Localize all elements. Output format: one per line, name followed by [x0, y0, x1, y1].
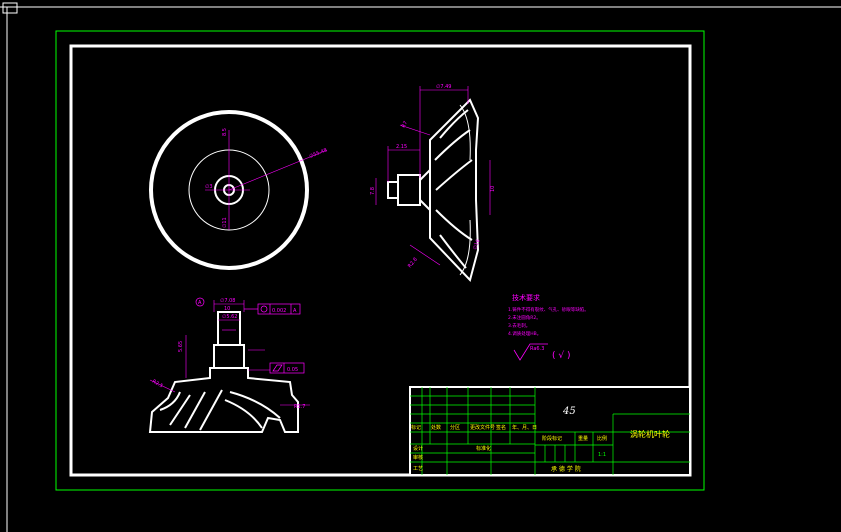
dim-front-h1: 8.5	[222, 128, 228, 136]
title-block: 标记 处数 分区 更改文件号 签名 年、月、日 设计 标准化 审核 工艺 阶段标…	[409, 386, 691, 476]
tb-label-check: 审核	[413, 454, 423, 461]
side-view-dims	[375, 86, 491, 266]
tb-label-design: 设计	[413, 445, 423, 452]
side-view	[387, 98, 480, 282]
dim-sec-r2: R1.7	[294, 404, 305, 410]
drawing-frame	[69, 44, 692, 477]
dim-front-h3: ∅11	[222, 217, 228, 228]
dim-sec-a: ∅7.08	[220, 298, 236, 304]
tech-req-line-2: 2.未注圆角R2。	[508, 314, 541, 321]
dim-side-top: ∅7.49	[436, 84, 452, 90]
dim-sec-b: 10	[224, 306, 230, 312]
tolerance-frame-1	[244, 303, 301, 315]
tech-req-line-3: 3.去毛刺。	[508, 322, 530, 329]
tech-requirements: 技术要求 1.铸件不得有裂纹、气孔、砂眼等缺陷。 2.未注圆角R2。 3.去毛刺…	[508, 293, 589, 361]
tb-weight-label: 重量	[578, 435, 588, 442]
dim-side-r: R7	[401, 120, 410, 129]
tb-label-standard: 标准化	[476, 445, 491, 452]
dim-sec-r: R2.5	[151, 379, 164, 390]
roughness-value: Ra6.3	[530, 346, 544, 352]
tb-label-change: 更改文件号	[470, 424, 495, 431]
sheet-border	[55, 30, 705, 491]
tb-label-count: 处数	[431, 424, 441, 431]
dim-side-e: R2.8	[407, 257, 419, 270]
drawing-school: 承 德 学 院	[551, 465, 581, 473]
tol1-value: 0.002	[272, 308, 286, 314]
tb-label-date: 年、月、日	[512, 424, 537, 431]
tb-scale-value: 1:1	[598, 452, 606, 458]
tb-label-process: 工艺	[413, 466, 423, 472]
tol1-datum: A	[293, 308, 297, 314]
tech-req-line-4: 4.调质处理HB。	[508, 330, 541, 337]
dim-side-b: 7.8	[370, 187, 376, 195]
section-view-dims	[149, 300, 310, 406]
dim-side-a: 2.15	[396, 144, 407, 150]
drawing-title: 涡轮机叶轮	[630, 429, 670, 439]
dim-front-h2: ∅3	[205, 184, 213, 190]
drawing-material: 45	[562, 406, 576, 417]
roughness-symbol	[513, 343, 548, 361]
tol2-value: 0.05	[287, 367, 298, 373]
dim-side-d: ∅16	[472, 239, 481, 251]
tb-stage-label: 阶段标记	[542, 435, 562, 442]
dim-side-c: 10	[490, 186, 496, 192]
svg-text:A: A	[198, 300, 202, 306]
tb-label-mark: 标记	[411, 424, 421, 431]
datum-a: A	[195, 297, 205, 307]
dim-front-dia: ∅55.48	[309, 147, 329, 160]
tb-label-sign: 签名	[496, 424, 506, 431]
roughness-check: ( √ )	[552, 350, 570, 361]
dim-sec-d: 5.65	[178, 341, 184, 352]
tech-req-line-1: 1.铸件不得有裂纹、气孔、砂眼等缺陷。	[508, 306, 589, 313]
front-view: ∅55.48 8.5 ∅3 ∅11	[149, 110, 329, 270]
tolerance-frame-2	[269, 362, 305, 374]
tb-scale-label: 比例	[597, 435, 607, 442]
section-view	[148, 311, 299, 433]
dim-sec-c: ∅5.62	[222, 314, 238, 320]
tb-label-zone: 分区	[450, 424, 460, 431]
tech-req-heading: 技术要求	[512, 293, 540, 302]
